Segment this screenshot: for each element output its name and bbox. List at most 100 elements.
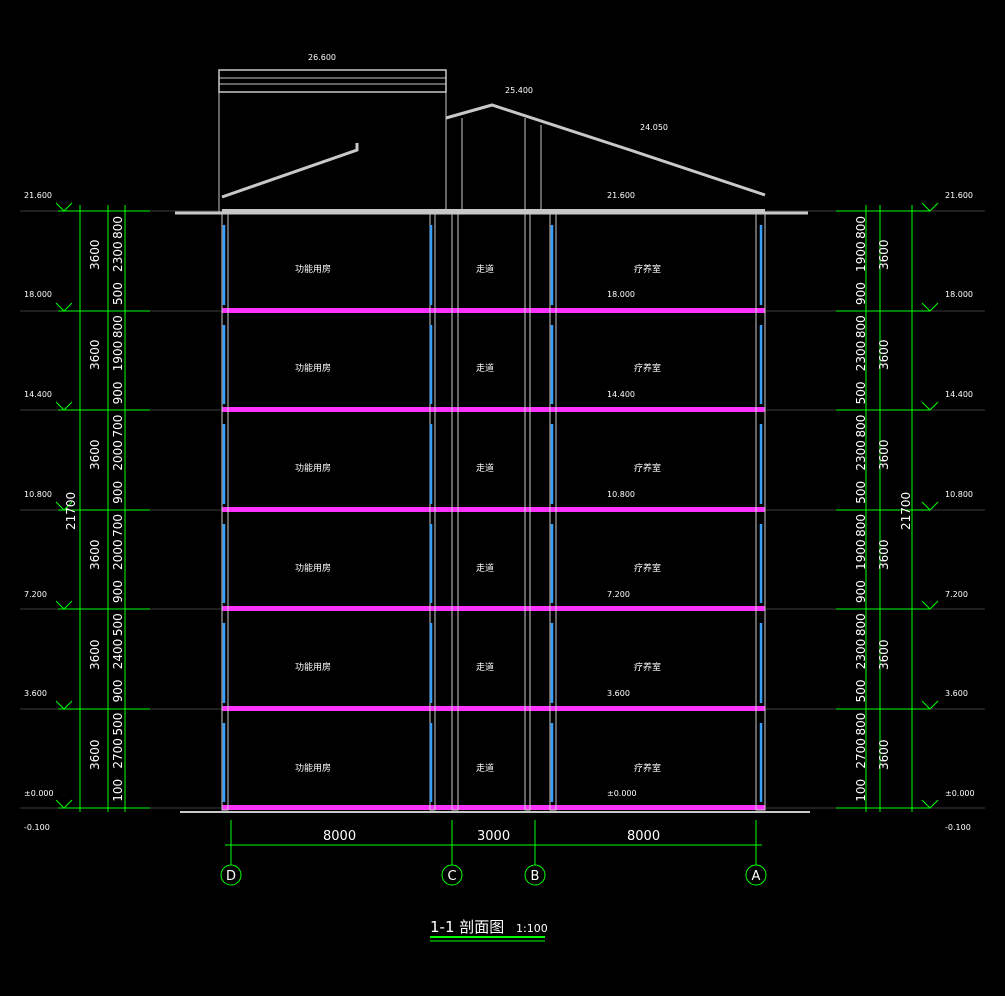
room-right-1: 疗养室 (634, 762, 661, 774)
story-dim-right-6: 3600 (877, 239, 891, 270)
eave-level: 24.050 (640, 123, 668, 132)
room-corridor-4: 走道 (476, 462, 494, 474)
room-left-5: 功能用房 (295, 362, 331, 374)
story-dim-right-5: 3600 (877, 339, 891, 370)
right-sub-dim: 1900 (854, 241, 868, 272)
story-dim-right-4: 3600 (877, 439, 891, 470)
story-dim-right-3: 3600 (877, 539, 891, 570)
level-center-3: 14.400 (607, 390, 635, 399)
right-sub-dim: 800 (854, 415, 868, 438)
story-dim-right-2: 3600 (877, 639, 891, 670)
story-dim-right-1: 3600 (877, 739, 891, 770)
total-dim-right: 21700 (899, 492, 913, 530)
level-marker-right (921, 700, 939, 710)
roof-slab (222, 209, 765, 213)
story-dim-left-3: 3600 (88, 539, 102, 570)
room-left-3: 功能用房 (295, 562, 331, 574)
level-marker-right (921, 302, 939, 312)
left-sub-dim: 2300 (111, 241, 125, 272)
right-sub-dim: 2300 (854, 341, 868, 372)
left-sub-dim: 2000 (111, 539, 125, 570)
level-right-3: 14.400 (945, 390, 973, 399)
room-corridor-2: 走道 (476, 661, 494, 673)
level-right-5: 7.200 (945, 590, 968, 599)
level-right-1: 21.600 (945, 191, 973, 200)
right-sub-dim: 2300 (854, 440, 868, 471)
level-right-2: 18.000 (945, 290, 973, 299)
level-marker-left (55, 401, 73, 411)
left-sub-dim: 500 (111, 713, 125, 736)
room-left-4: 功能用房 (295, 462, 331, 474)
roof-top-level: 26.600 (308, 53, 336, 62)
drawing-title: 1-1 剖面图 (430, 918, 504, 936)
level-center-6: 3.600 (607, 689, 630, 698)
story-dim-left-5: 3600 (88, 339, 102, 370)
room-left-1: 功能用房 (295, 762, 331, 774)
left-sub-dim: 500 (111, 282, 125, 305)
left-sub-dim: 900 (111, 381, 125, 404)
room-corridor-3: 走道 (476, 562, 494, 574)
level-right-6: 3.600 (945, 689, 968, 698)
level-marker-right (921, 799, 939, 809)
right-sub-dim: 100 (854, 779, 868, 802)
level-marker-right (921, 501, 939, 511)
floor-slab (222, 507, 765, 512)
level-left-6: 3.600 (24, 689, 47, 698)
right-sub-dim: 900 (854, 282, 868, 305)
right-sub-dim: 2700 (854, 738, 868, 769)
level-center-4: 10.800 (607, 490, 635, 499)
level-right-7: ±0.000 (945, 789, 975, 798)
drawing-scale: 1:100 (516, 922, 548, 935)
room-corridor-6: 走道 (476, 263, 494, 275)
level-right-8: -0.100 (945, 823, 971, 832)
floor-slab (222, 308, 765, 313)
room-left-6: 功能用房 (295, 263, 331, 275)
left-sub-dim: 700 (111, 415, 125, 438)
level-left-4: 10.800 (24, 490, 52, 499)
left-sub-dim: 800 (111, 216, 125, 239)
room-labels: 功能用房 功能用房 功能用房 功能用房 功能用房 功能用房 走道 走道 走道 走… (295, 263, 661, 774)
right-sub-dim: 2300 (854, 639, 868, 670)
wall (524, 211, 531, 811)
right-sub-dim: 800 (854, 216, 868, 239)
level-center-2: 18.000 (607, 290, 635, 299)
floor-slab (222, 706, 765, 711)
left-sub-dim: 2400 (111, 639, 125, 670)
building-shell (20, 202, 985, 865)
level-center-7: ±0.000 (607, 789, 637, 798)
axis-label-d: D (226, 869, 236, 884)
level-annotations: 26.600 25.400 24.050 21.600 18.000 14.40… (24, 53, 975, 832)
level-left-5: 7.200 (24, 590, 47, 599)
floor-slab (222, 606, 765, 611)
sub-dimension-labels: 8002300500800190090070020009007002000900… (111, 216, 868, 802)
wall (755, 211, 766, 811)
level-center-5: 7.200 (607, 590, 630, 599)
level-left-3: 14.400 (24, 390, 52, 399)
room-corridor-1: 走道 (476, 762, 494, 774)
right-sub-dim: 500 (854, 381, 868, 404)
wall (451, 211, 459, 811)
left-sub-dim: 900 (111, 580, 125, 603)
wall (221, 211, 229, 811)
left-sub-dim: 900 (111, 679, 125, 702)
left-sub-dim: 800 (111, 315, 125, 338)
left-sub-dim: 700 (111, 514, 125, 537)
left-sub-dim: 100 (111, 779, 125, 802)
right-sub-dim: 900 (854, 580, 868, 603)
level-marker-left (55, 700, 73, 710)
room-right-3: 疗养室 (634, 562, 661, 574)
wall (549, 211, 557, 811)
level-center-1: 21.600 (607, 191, 635, 200)
right-sub-dim: 800 (854, 613, 868, 636)
level-marker-left (55, 501, 73, 511)
floor-slab (222, 407, 765, 412)
floor-slab (222, 805, 765, 810)
bay-dim-2: 3000 (477, 829, 510, 844)
right-sub-dim: 800 (854, 514, 868, 537)
level-left-1: 21.600 (24, 191, 52, 200)
level-left-8: -0.100 (24, 823, 50, 832)
room-right-2: 疗养室 (634, 661, 661, 673)
level-left-7: ±0.000 (24, 789, 54, 798)
right-sub-dim: 1900 (854, 539, 868, 570)
room-right-6: 疗养室 (634, 263, 661, 275)
